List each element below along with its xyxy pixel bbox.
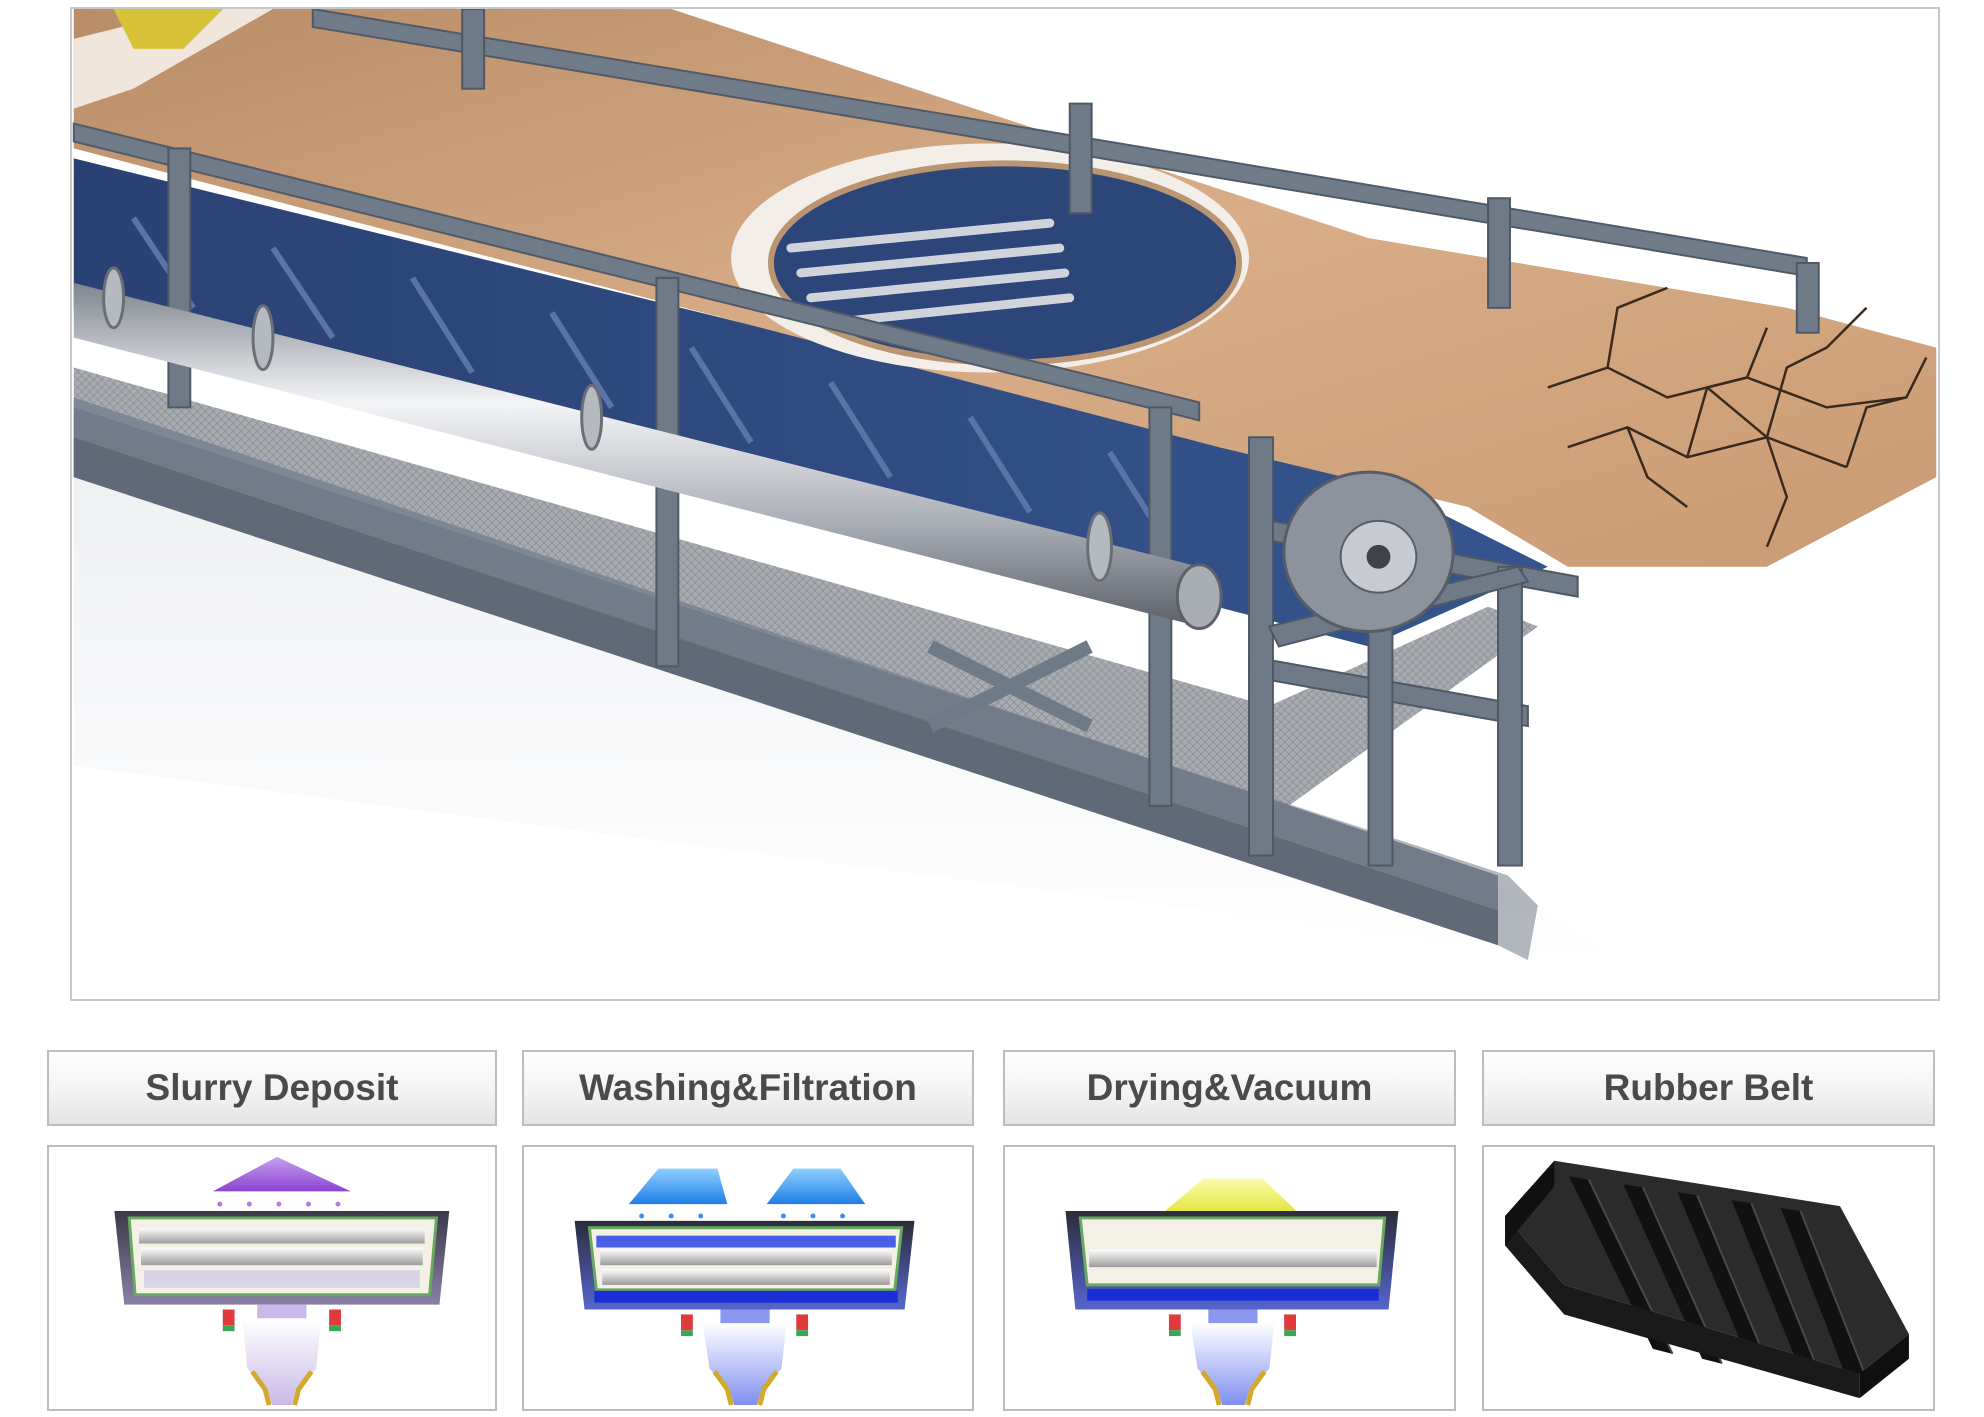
belt-filter-machine-illustration bbox=[72, 9, 1937, 966]
tab-washing-filtration-label: Washing&Filtration bbox=[579, 1067, 917, 1108]
tab-slurry-deposit[interactable]: Slurry Deposit bbox=[47, 1050, 497, 1126]
slurry-deposit-panel[interactable] bbox=[47, 1145, 497, 1411]
blue-spray-nozzle-left bbox=[628, 1168, 728, 1205]
tab-drying-vacuum-label: Drying&Vacuum bbox=[1086, 1067, 1373, 1108]
rubber-belt-panel[interactable] bbox=[1482, 1145, 1935, 1411]
tab-rubber-belt-label: Rubber Belt bbox=[1603, 1067, 1814, 1108]
tab-drying-vacuum[interactable]: Drying&Vacuum bbox=[1003, 1050, 1456, 1126]
drying-vacuum-diagram bbox=[1065, 1178, 1399, 1406]
blue-spray-nozzle-right bbox=[766, 1168, 866, 1205]
yellow-spray-nozzle bbox=[1159, 1178, 1302, 1216]
tab-rubber-belt[interactable]: Rubber Belt bbox=[1482, 1050, 1935, 1126]
drying-vacuum-panel[interactable] bbox=[1003, 1145, 1456, 1411]
purple-spray-nozzle bbox=[212, 1156, 351, 1192]
belt-filter-machine-image bbox=[70, 7, 1940, 1001]
washing-filtration-panel[interactable] bbox=[522, 1145, 974, 1411]
tab-slurry-deposit-label: Slurry Deposit bbox=[145, 1067, 399, 1108]
tab-washing-filtration[interactable]: Washing&Filtration bbox=[522, 1050, 974, 1126]
rubber-belt-diagram bbox=[1505, 1160, 1909, 1399]
washing-filtration-diagram bbox=[574, 1168, 915, 1406]
slurry-deposit-diagram bbox=[114, 1156, 450, 1406]
